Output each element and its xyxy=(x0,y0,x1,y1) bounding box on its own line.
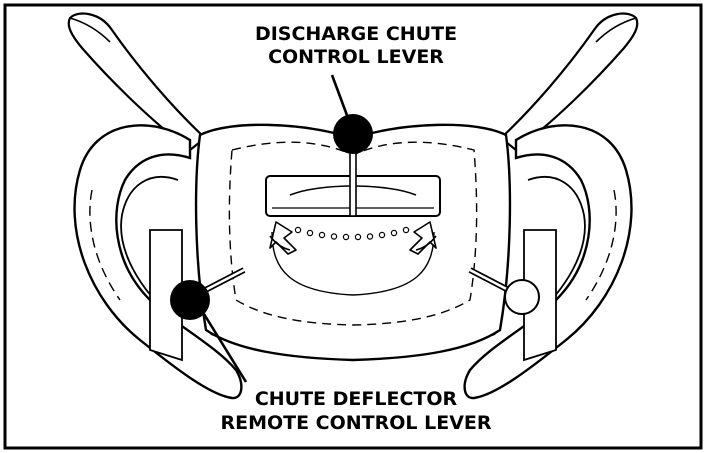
left-rotation-arrow-icon xyxy=(269,221,297,255)
bottom-callout-label-line-2: REMOTE CONTROL LEVER xyxy=(220,412,491,434)
right-rotation-arrow-icon xyxy=(409,221,437,255)
left-loop-handle xyxy=(73,124,243,400)
bottom-callout-leader-line xyxy=(202,313,248,383)
chute-deflector-remote-control-lever xyxy=(170,267,246,320)
top-callout-label-line-1: DISCHARGE CHUTE xyxy=(255,23,457,45)
bottom-callout-label-line-1: CHUTE DEFLECTOR xyxy=(255,388,458,410)
right-loop-handle xyxy=(463,124,633,400)
discharge-chute-control-lever xyxy=(333,114,373,217)
right-deflector-lever xyxy=(468,267,540,315)
top-callout-leader-line xyxy=(330,74,350,119)
top-callout-label-line-2: CONTROL LEVER xyxy=(268,46,444,68)
position-indicator-dots xyxy=(294,226,410,241)
